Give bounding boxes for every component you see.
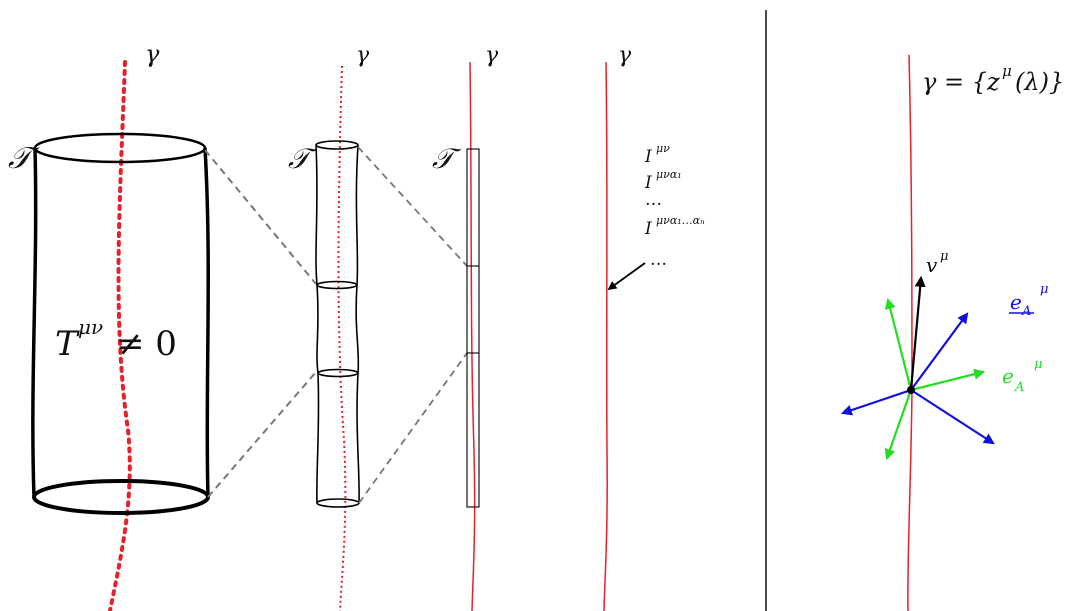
svg-text:μ: μ — [1034, 357, 1042, 372]
moment-list: I μν I μνα₁ … I μνα₁…αₙ … — [644, 142, 705, 270]
svg-text:≠ 0: ≠ 0 — [116, 324, 177, 364]
svg-text:μ: μ — [940, 249, 948, 264]
svg-text:…: … — [645, 190, 662, 210]
svg-text:e: e — [1010, 290, 1022, 314]
mid-tube-top — [315, 140, 359, 150]
tube-top-ellipse — [33, 132, 207, 164]
tube-bottom-ellipse — [32, 479, 210, 515]
gamma-label-4: γ — [618, 43, 632, 68]
moment-item: … — [645, 190, 662, 210]
dual-tetrad-arrow — [910, 312, 969, 391]
connector-top-1 — [204, 149, 317, 285]
connector-top-2 — [357, 146, 468, 267]
gamma-label-3: γ — [485, 43, 499, 68]
tube-label-3: 𝒯 — [432, 142, 462, 175]
mid-tube-seg-2 — [317, 368, 359, 378]
svg-text:A: A — [1021, 304, 1031, 319]
tetrad-arrows — [884, 297, 986, 461]
velocity-label: v μ — [926, 249, 948, 277]
gamma-label-2: γ — [356, 43, 370, 68]
mid-tube-right-wall — [355, 144, 360, 504]
svg-text:I: I — [644, 173, 652, 193]
svg-text:I: I — [644, 219, 652, 239]
svg-text:μν: μν — [656, 142, 670, 155]
dual-tetrad-arrows — [840, 312, 995, 445]
worldline-dotted-thick — [108, 60, 132, 611]
gamma-label-1: γ — [145, 40, 160, 68]
panel-worldline-moments: γ I μν I μνα₁ … I μνα₁…αₙ … — [603, 43, 705, 611]
tetrad-arrow — [884, 297, 913, 391]
tetrad-label: e A μ — [1002, 357, 1042, 395]
dual-tetrad-label: e A μ — [1009, 282, 1048, 319]
tube-left-wall — [31, 147, 38, 498]
pointer-arrow — [607, 262, 646, 291]
moment-item: I μνα₁ — [644, 168, 682, 193]
svg-text:e: e — [1002, 364, 1014, 388]
worldline-definition: γ = {z μ (λ)} — [922, 62, 1064, 96]
stress-energy-label: T μν ≠ 0 — [55, 315, 177, 364]
panel-large-tube: γ 𝒯 T μν ≠ 0 — [8, 40, 317, 611]
svg-text:(λ)}: (λ)} — [1015, 68, 1064, 96]
worldline-solid-3 — [469, 61, 476, 611]
tetrad-arrow — [884, 389, 913, 461]
dual-tetrad-arrow — [910, 389, 995, 445]
svg-text:I: I — [644, 147, 652, 167]
moment-item: I μν — [644, 142, 670, 167]
svg-text:γ = {z: γ = {z — [922, 68, 1000, 96]
connector-bottom-1 — [207, 371, 317, 498]
svg-text:v: v — [926, 253, 938, 277]
tetrad-arrow — [910, 368, 986, 392]
panel-medium-tube: γ 𝒯 — [288, 43, 468, 611]
mid-tube-bottom — [316, 498, 360, 508]
thin-tube-body — [466, 148, 480, 508]
tube-right-wall — [203, 147, 210, 498]
panel-tetrad: γ = {z μ (λ)} v μ e A μ — [840, 54, 1064, 611]
svg-text:μν: μν — [78, 315, 103, 339]
moment-item: I μνα₁…αₙ — [644, 214, 705, 239]
svg-text:μνα₁: μνα₁ — [656, 168, 682, 181]
moment-item: … — [650, 250, 667, 270]
velocity-arrow — [909, 275, 926, 391]
worldline-point — [907, 386, 915, 394]
worldline-solid-4 — [603, 61, 608, 611]
panel-thin-tube: γ 𝒯 — [432, 43, 499, 611]
svg-text:μ: μ — [1040, 282, 1048, 297]
connector-bottom-2 — [358, 352, 468, 504]
tube-label-2: 𝒯 — [288, 142, 318, 175]
worldline-dotted-thin — [337, 65, 347, 611]
svg-text:…: … — [650, 250, 667, 270]
svg-text:μνα₁…αₙ: μνα₁…αₙ — [656, 214, 705, 227]
mid-tube-left-wall — [315, 144, 320, 504]
dual-tetrad-arrow — [840, 388, 912, 416]
mid-tube-seg-1 — [316, 280, 358, 290]
svg-text:μ: μ — [1002, 62, 1012, 80]
svg-text:A: A — [1014, 380, 1024, 395]
worldline-solid-5 — [907, 54, 913, 611]
svg-text:T: T — [55, 324, 80, 364]
